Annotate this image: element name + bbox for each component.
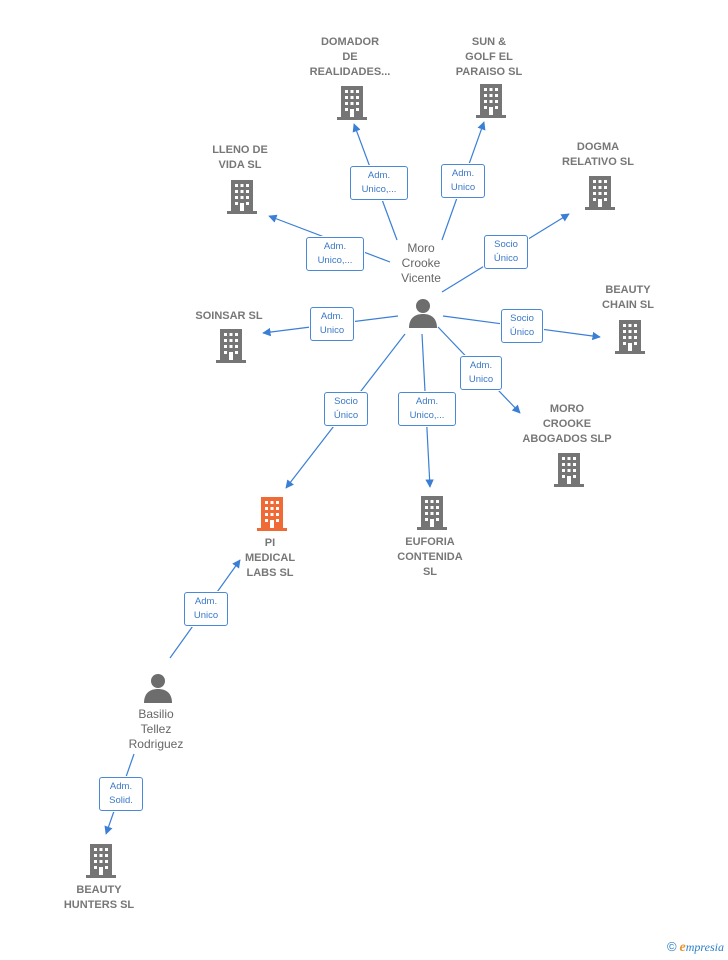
copyright-icon: © — [666, 939, 677, 954]
relation-label-sungolf[interactable]: Adm. Unico — [441, 164, 485, 198]
building-icon-beautyhunters[interactable] — [86, 844, 116, 878]
building-icon-lleno[interactable] — [227, 180, 257, 214]
person-icon-moro[interactable] — [409, 299, 437, 328]
building-icon-moroabog[interactable] — [554, 453, 584, 487]
person-icon-basilio[interactable] — [144, 674, 172, 703]
company-name-moroabog[interactable]: MORO CROOKE ABOGADOS SLP — [522, 402, 612, 445]
relation-label-beautychain[interactable]: Socio Único — [501, 309, 543, 343]
relation-label-domador[interactable]: Adm. Unico,... — [350, 166, 408, 200]
company-name-euforia[interactable]: EUFORIA CONTENIDA SL — [397, 535, 463, 578]
company-name-dogma[interactable]: DOGMA RELATIVO SL — [562, 141, 634, 168]
empresia-logo: ©empresia — [666, 939, 724, 955]
relation-label-euforia[interactable]: Adm. Unico,... — [398, 392, 456, 426]
company-name-domador[interactable]: DOMADOR DE REALIDADES... — [309, 35, 391, 78]
person-name-basilio[interactable]: Basilio Tellez Rodriguez — [128, 707, 184, 751]
company-name-pimedical[interactable]: PI MEDICAL LABS SL — [244, 536, 296, 579]
company-name-sungolf[interactable]: SUN & GOLF EL PARAISO SL — [455, 35, 523, 78]
building-icon-domador[interactable] — [337, 86, 367, 120]
company-name-soinsar[interactable]: SOINSAR SL — [195, 309, 263, 322]
building-icon-beautychain[interactable] — [615, 320, 645, 354]
relation-label-pimedical[interactable]: Socio Único — [324, 392, 368, 426]
company-name-beautyhunters[interactable]: BEAUTY HUNTERS SL — [63, 884, 135, 911]
relation-label-beautyhunters[interactable]: Adm. Solid. — [99, 777, 143, 811]
building-icon-pimedical[interactable] — [257, 497, 287, 531]
building-icon-euforia[interactable] — [417, 496, 447, 530]
relation-label-pimedical[interactable]: Adm. Unico — [184, 592, 228, 626]
building-icon-sungolf[interactable] — [476, 84, 506, 118]
relation-label-lleno[interactable]: Adm. Unico,... — [306, 237, 364, 271]
person-name-moro[interactable]: Moro Crooke Vicente — [401, 241, 441, 285]
relation-label-moroabog[interactable]: Adm. Unico — [460, 356, 502, 390]
company-name-beautychain[interactable]: BEAUTY CHAIN SL — [602, 284, 654, 311]
building-icon-dogma[interactable] — [585, 176, 615, 210]
relation-label-soinsar[interactable]: Adm. Unico — [310, 307, 354, 341]
building-icon-soinsar[interactable] — [216, 329, 246, 363]
company-name-lleno[interactable]: LLENO DE VIDA SL — [212, 144, 268, 171]
relation-label-dogma[interactable]: Socio Único — [484, 235, 528, 269]
